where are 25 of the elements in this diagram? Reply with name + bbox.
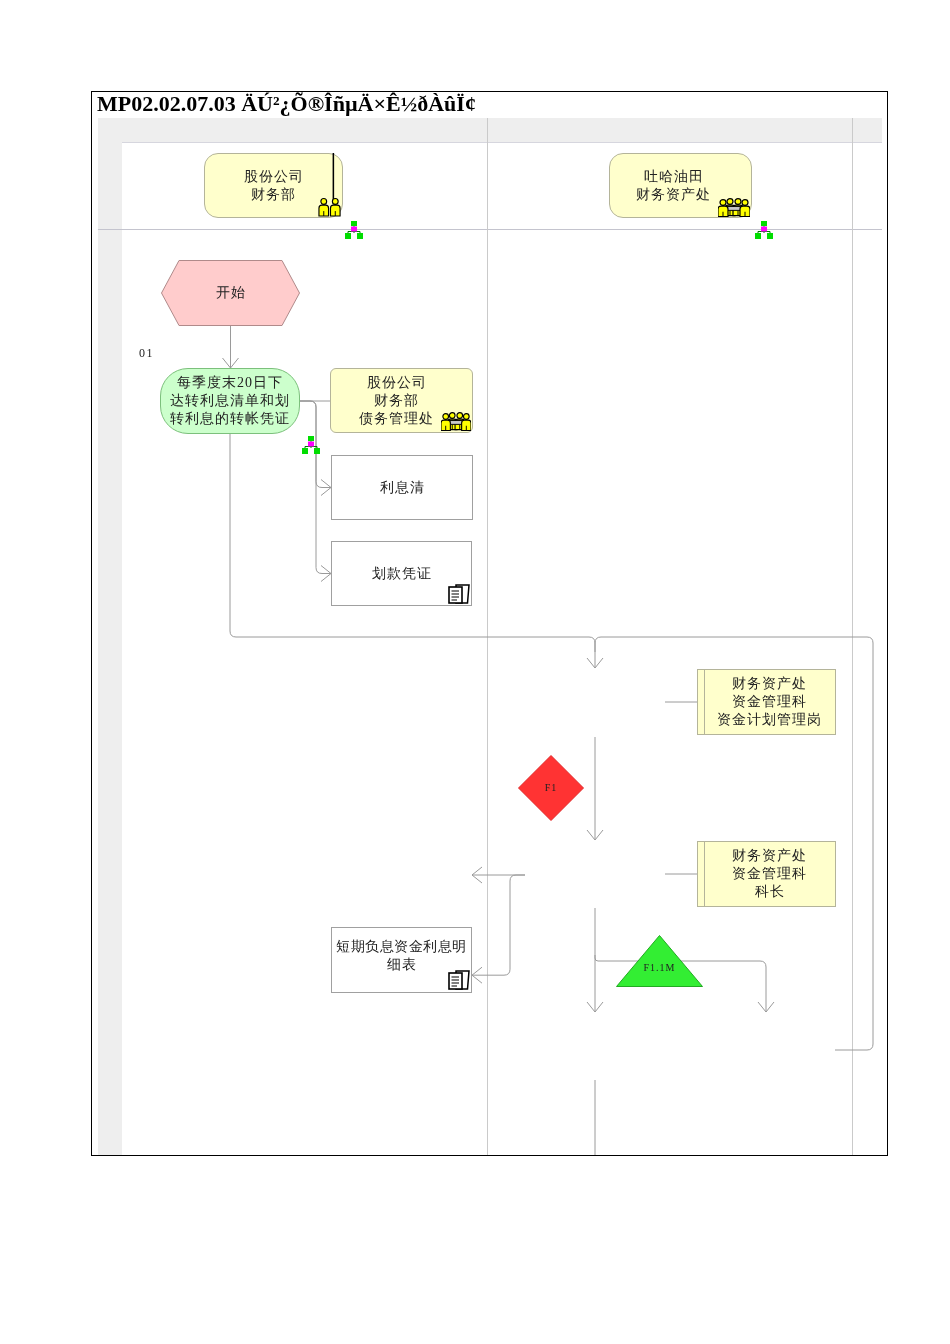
document-title: 短期负息资金利息明细表 bbox=[336, 938, 467, 974]
connector-line bbox=[299, 400, 331, 402]
activity-box: 每季度末20日下达转利息清单和划转利息的转帐凭证 bbox=[160, 368, 300, 434]
connector-line bbox=[664, 873, 698, 875]
control-triangle: F1.1M bbox=[616, 935, 703, 987]
lane-header bbox=[204, 153, 343, 218]
flow-arrow bbox=[222, 325, 239, 369]
document-box: 利息清 bbox=[331, 455, 473, 520]
diagram-title: MP02.02.07.03 ÄÚ²¿Õ®ÎñµÄ×Ê½ðÀûÏ¢ bbox=[97, 90, 476, 118]
document-box bbox=[331, 927, 472, 993]
start-hexagon: 开始 bbox=[161, 260, 300, 326]
lane-header bbox=[609, 153, 752, 218]
connector-line bbox=[664, 701, 698, 703]
role-box bbox=[330, 368, 473, 433]
document-title: 划款凭证 bbox=[371, 564, 432, 583]
flow-arrow bbox=[229, 433, 604, 669]
department-name: 吐哈油田财务资产处 bbox=[636, 167, 711, 204]
document-box bbox=[331, 541, 472, 606]
role-box: 财务资产处资金管理科资金计划管理岗 bbox=[697, 669, 836, 735]
role-box: 财务资产处资金管理科科长 bbox=[697, 841, 836, 907]
risk-diamond: F1 bbox=[518, 755, 584, 821]
role-name: 股份公司财务部债务管理处 bbox=[359, 373, 434, 428]
department-name: 股份公司财务部 bbox=[243, 167, 304, 204]
step-number: 01 bbox=[139, 346, 154, 361]
flow-arrow bbox=[299, 400, 332, 582]
